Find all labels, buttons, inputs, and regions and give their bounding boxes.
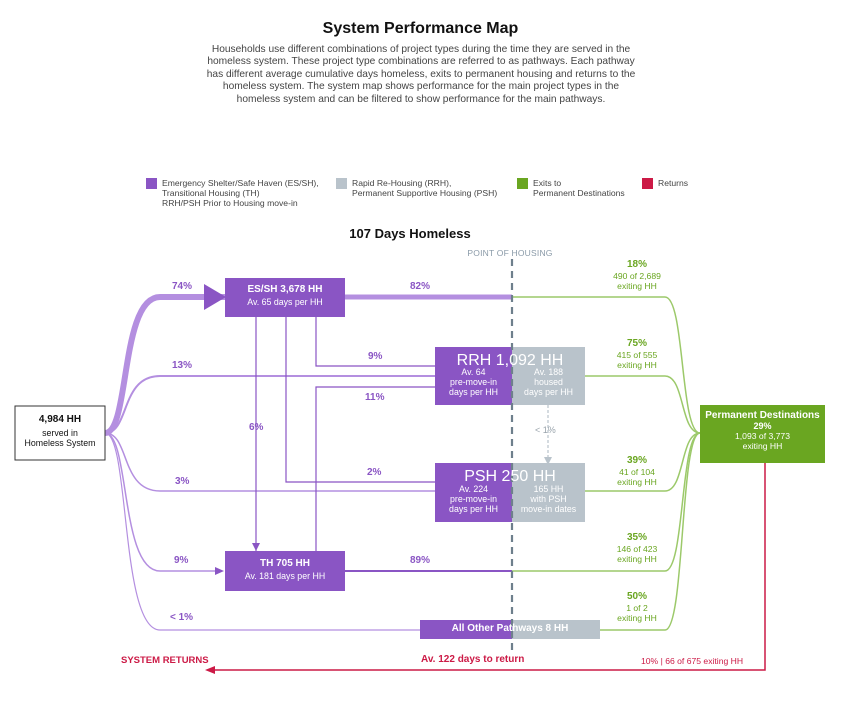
flow-start-to-other (104, 432, 420, 631)
psh-right-sub: 165 HH with PSH move-in dates (520, 484, 577, 514)
psh-box-left (435, 463, 512, 522)
internal-flows (255, 294, 512, 572)
exit-rrh-pct: 75% (626, 338, 647, 349)
days-homeless-heading: 107 Days Homeless (349, 226, 471, 241)
page-title: System Performance Map (322, 20, 519, 37)
other-box-left (420, 620, 512, 639)
es-to-th-pct: 6% (249, 422, 264, 433)
start-count: 4,984 HH (38, 414, 82, 425)
returns-detail: 10% | 66 of 675 exiting HH (641, 656, 744, 666)
th-box (225, 551, 345, 591)
es-to-psh-pct: 2% (367, 467, 382, 478)
psh-left-sub: Av. 224 pre-move-in days per HH (449, 484, 498, 514)
es-box (225, 278, 345, 317)
psh-title: PSH 250 HH (464, 468, 556, 485)
start-sub: served in Homeless System (24, 428, 96, 448)
flow-psh-exit (585, 432, 701, 492)
legend-label-returns: Returns (658, 178, 689, 188)
exit-flows (512, 296, 701, 631)
flow-start-to-psh (104, 432, 435, 492)
start-box-text: 4,984 HH served in Homeless System (15, 414, 105, 448)
legend-swatch-red (642, 178, 653, 189)
es-title: ES/SH 3,678 HH (247, 284, 323, 295)
returns-days: Av. 122 days to return (421, 654, 525, 665)
es-to-exit-pct: 82% (410, 281, 431, 292)
exit-other-detail: 1 of 2 exiting HH (617, 603, 657, 623)
legend-item-exits: Exits to Permanent Destinations (517, 178, 625, 198)
entry-flows (103, 294, 435, 631)
other-box-right (512, 620, 600, 639)
exit-th-detail: 146 of 423 exiting HH (616, 544, 658, 564)
th-sub: Av. 181 days per HH (244, 571, 326, 581)
flow-rrh-exit (585, 375, 701, 434)
th-to-rrh-pct: 11% (365, 392, 385, 403)
psh-box-right (512, 463, 585, 522)
flow-es-to-psh (285, 317, 435, 483)
exit-other: 50% 1 of 2 exiting HH (592, 590, 682, 623)
flow-es-exit (512, 296, 701, 434)
es-box-text: ES/SH 3,678 HH Av. 65 days per HH (225, 284, 345, 307)
flow-start-to-es (103, 294, 225, 436)
entry-pct-es: 74% (172, 281, 193, 292)
rrh-right-sub: Av. 188 housed days per HH (524, 367, 573, 397)
rrh-to-psh-arrowhead (544, 457, 552, 465)
legend-item-es: Emergency Shelter/Safe Haven (ES/SH), Tr… (146, 178, 319, 208)
es-entry-arrowhead (204, 284, 226, 310)
entry-pct-other: < 1% (170, 612, 194, 623)
es-to-th-arrowhead (252, 543, 260, 551)
permanent-detail: 1,093 of 3,773 exiting HH (735, 431, 790, 451)
page-description: Households use different combinations of… (206, 44, 636, 105)
exit-th-pct: 35% (626, 532, 647, 543)
exit-psh-pct: 39% (626, 455, 647, 466)
exit-es-detail: 490 of 2,689 exiting HH (613, 271, 661, 291)
system-returns-label: SYSTEM RETURNS (121, 655, 209, 666)
entry-pct-th: 9% (174, 555, 189, 566)
point-of-housing-label: POINT OF HOUSING (467, 248, 553, 258)
exit-psh-detail: 41 of 104 exiting HH (617, 467, 657, 487)
exit-other-pct: 50% (626, 591, 647, 602)
permanent-pct: 29% (753, 421, 772, 431)
flow-th-exit (512, 432, 701, 572)
returns-line (215, 463, 766, 671)
th-title: TH 705 HH (259, 558, 310, 569)
exit-th: 35% 146 of 423 exiting HH (592, 531, 682, 564)
flow-other-exit (600, 432, 701, 631)
flow-th-to-rrh (315, 386, 435, 551)
rrh-to-psh-pct: < 1% (535, 425, 556, 435)
exit-psh: 39% 41 of 104 exiting HH (592, 454, 682, 487)
legend-label-rrh: Rapid Re-Housing (RRH), Permanent Suppor… (352, 178, 498, 198)
rrh-box-right (512, 347, 585, 405)
rrh-title: RRH 1,092 HH (456, 352, 564, 369)
permanent-box-text: Permanent Destinations 29% 1,093 of 3,77… (700, 410, 825, 451)
entry-pct-rrh: 13% (172, 360, 193, 371)
es-to-rrh-pct: 9% (368, 351, 383, 362)
exit-es-pct: 18% (626, 259, 647, 270)
other-title: All Other Pathways 8 HH (451, 623, 569, 634)
legend-item-returns: Returns (642, 178, 688, 189)
permanent-title: Permanent Destinations (705, 410, 820, 421)
start-box (14, 405, 106, 461)
rrh-left-sub: Av. 64 pre-move-in days per HH (449, 367, 498, 397)
exit-es: 18% 490 of 2,689 exiting HH (592, 258, 682, 291)
permanent-box (700, 405, 825, 463)
entry-pct-psh: 3% (175, 476, 190, 487)
th-to-exit-pct: 89% (410, 555, 431, 566)
legend-label-es: Emergency Shelter/Safe Haven (ES/SH), Tr… (162, 178, 319, 208)
legend-item-rrh: Rapid Re-Housing (RRH), Permanent Suppor… (336, 178, 497, 198)
exit-rrh-detail: 415 of 555 exiting HH (616, 350, 658, 370)
exit-rrh: 75% 415 of 555 exiting HH (592, 337, 682, 370)
legend-label-exits: Exits to Permanent Destinations (533, 178, 625, 198)
th-entry-arrowhead (215, 567, 224, 575)
flow-start-to-rrh (104, 375, 435, 434)
flow-start-to-th (104, 432, 215, 572)
legend-swatch-gray (336, 178, 347, 189)
th-box-text: TH 705 HH Av. 181 days per HH (225, 558, 345, 581)
returns-arrowhead (205, 666, 215, 674)
flow-es-to-rrh (315, 317, 435, 367)
es-sub: Av. 65 days per HH (247, 297, 323, 307)
rrh-box-left (435, 347, 512, 405)
legend-swatch-green (517, 178, 528, 189)
legend-swatch-purple (146, 178, 157, 189)
